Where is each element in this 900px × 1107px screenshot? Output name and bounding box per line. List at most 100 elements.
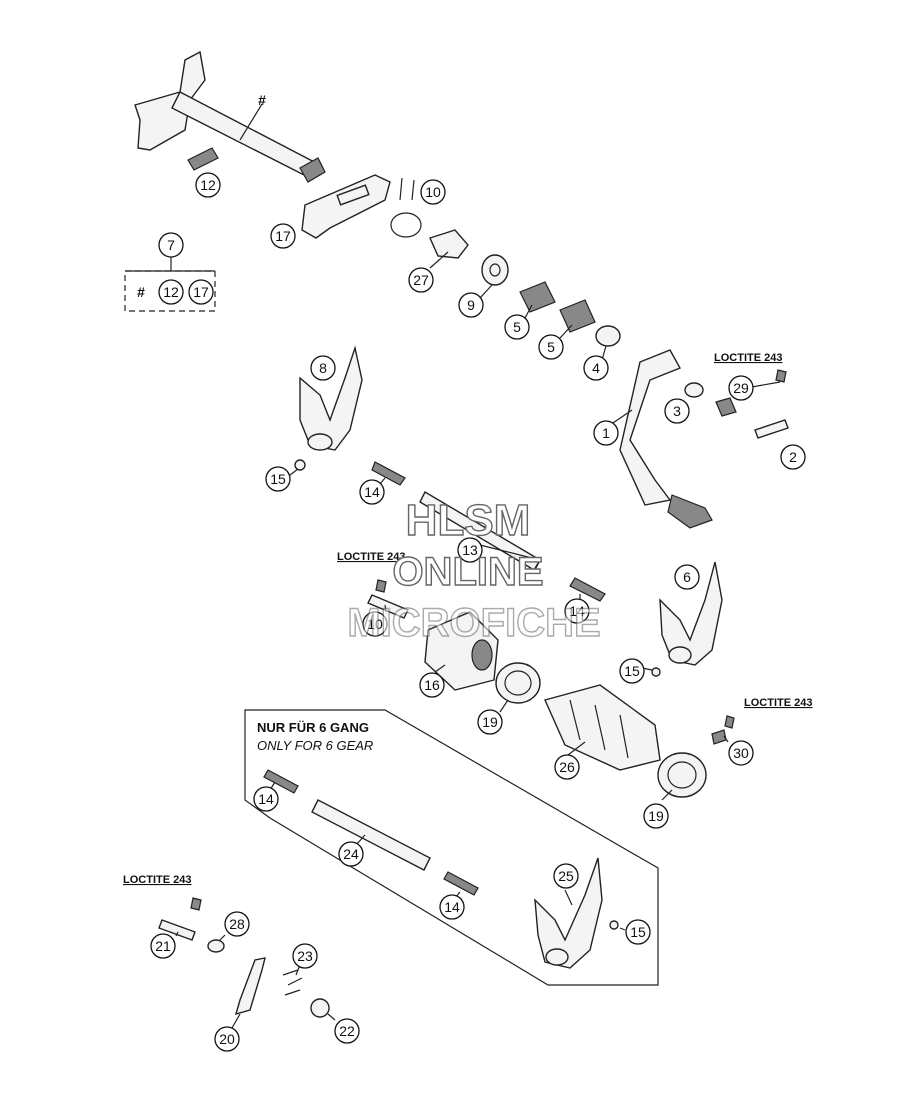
callout-c14c: 14 xyxy=(253,786,279,812)
bolt-2 xyxy=(754,419,789,439)
pin-15b xyxy=(651,667,661,677)
callout-number: 8 xyxy=(319,360,327,376)
callout-c1: 1 xyxy=(593,420,619,446)
callout-number: 19 xyxy=(482,714,498,730)
callout-number: 5 xyxy=(513,319,521,335)
callout-number: 20 xyxy=(219,1031,235,1047)
callout-c26: 26 xyxy=(554,754,580,780)
callout-c25: 25 xyxy=(553,863,579,889)
callout-circle xyxy=(270,223,296,249)
callout-c22: 22 xyxy=(334,1018,360,1044)
washer-28 xyxy=(207,939,225,953)
callout-c5b: 5 xyxy=(538,334,564,360)
callout-circle xyxy=(334,1018,360,1044)
nut-29 xyxy=(715,397,737,417)
watermark-line-3: MICROFICHE xyxy=(347,601,600,645)
callout-c30: 30 xyxy=(728,740,754,766)
spring-23 xyxy=(282,969,303,996)
callout-circle xyxy=(625,919,651,945)
callout-circle xyxy=(728,375,754,401)
shift-fork-6 xyxy=(659,561,723,666)
callout-number: 19 xyxy=(648,808,664,824)
callout-c3: 3 xyxy=(664,398,690,424)
loctite-note-2: LOCTITE 243 xyxy=(337,551,405,563)
callout-circle xyxy=(439,894,465,920)
callout-circle xyxy=(420,179,446,205)
callout-number: 14 xyxy=(444,899,460,915)
callout-number: 29 xyxy=(733,380,749,396)
callout-circle xyxy=(538,334,564,360)
callout-number: 1 xyxy=(602,425,610,441)
bolt-21 xyxy=(158,919,196,941)
watermark-line-2: ONLINE xyxy=(392,550,543,594)
callout-circle xyxy=(780,444,806,470)
callout-c29: 29 xyxy=(728,375,754,401)
callout-number: 15 xyxy=(624,663,640,679)
washer-9 xyxy=(481,254,509,286)
callout-circle xyxy=(728,740,754,766)
loctite-note-1: LOCTITE 243 xyxy=(714,352,782,364)
callout-circle xyxy=(477,709,503,735)
callout-number: 23 xyxy=(297,948,313,964)
callout-circle xyxy=(195,172,221,198)
callout-c2: 2 xyxy=(780,444,806,470)
callout-circle xyxy=(619,658,645,684)
callout-number: 28 xyxy=(229,916,245,932)
callout-circle xyxy=(158,279,184,305)
shift-fork-25 xyxy=(534,857,603,969)
callout-c17b: 17 xyxy=(188,279,214,305)
callout-circle xyxy=(593,420,619,446)
callout-c21: 21 xyxy=(150,933,176,959)
bush-4 xyxy=(595,325,621,347)
callout-c13: 13 xyxy=(457,537,483,563)
callout-circle xyxy=(419,672,445,698)
callout-number: 25 xyxy=(558,868,574,884)
shift-lever-1 xyxy=(619,349,713,529)
callout-circle xyxy=(188,279,214,305)
fork-shaft-24 xyxy=(311,799,431,871)
kit-7-box xyxy=(124,270,216,312)
callout-number: 3 xyxy=(673,403,681,419)
callout-c15c: 15 xyxy=(625,919,651,945)
callout-c14d: 14 xyxy=(439,894,465,920)
circlip-10 xyxy=(390,212,422,238)
callout-number: 10 xyxy=(367,616,383,632)
pin-15a xyxy=(294,459,306,471)
loctite-note-3: LOCTITE 243 xyxy=(744,697,812,709)
callout-c28: 28 xyxy=(224,911,250,937)
six-gear-note-en: ONLY FOR 6 GEAR xyxy=(257,738,373,753)
locking-lever-20 xyxy=(234,957,266,1016)
callout-c12a: 12 xyxy=(195,172,221,198)
callout-circle xyxy=(253,786,279,812)
callout-c19a: 19 xyxy=(477,709,503,735)
callout-circle xyxy=(265,466,291,492)
callout-circle xyxy=(150,933,176,959)
callout-number: 15 xyxy=(270,471,286,487)
callout-circle xyxy=(224,911,250,937)
callout-c10b: 10 xyxy=(362,611,388,637)
callout-number: 12 xyxy=(163,284,179,300)
callout-circle xyxy=(158,232,184,258)
callout-number: 27 xyxy=(413,272,429,288)
spring-14c xyxy=(263,769,299,794)
callout-c20: 20 xyxy=(214,1026,240,1052)
callout-circle xyxy=(504,314,530,340)
fork-shaft-13 xyxy=(419,491,541,571)
callout-number: 15 xyxy=(630,924,646,940)
spring-14d xyxy=(443,871,479,896)
callout-number: 10 xyxy=(425,184,441,200)
callout-c16: 16 xyxy=(419,672,445,698)
plate-17 xyxy=(301,174,391,239)
bolt-30 xyxy=(711,729,727,745)
callout-number: 30 xyxy=(733,745,749,761)
spring-14b xyxy=(569,577,606,602)
pin-15c xyxy=(609,920,619,930)
callout-number: 5 xyxy=(547,339,555,355)
callout-number: 14 xyxy=(364,484,380,500)
callout-c12b: 12 xyxy=(158,279,184,305)
callout-c19b: 19 xyxy=(643,803,669,829)
callout-c15b: 15 xyxy=(619,658,645,684)
callout-c-hash-set: # xyxy=(137,284,145,300)
callout-number: 14 xyxy=(258,791,274,807)
